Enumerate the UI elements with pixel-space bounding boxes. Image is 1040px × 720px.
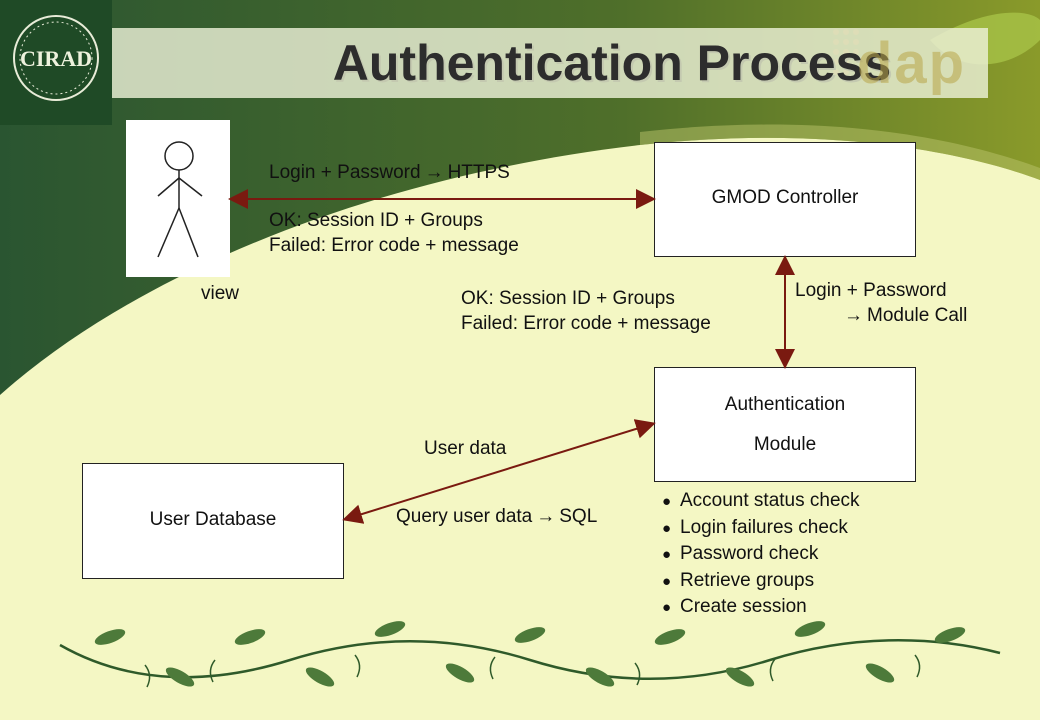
authentication-module-label-line2: Module (753, 434, 817, 455)
user-data-label: User data (424, 438, 507, 459)
client-response-ok: OK: Session ID + Groups (269, 210, 483, 231)
cirad-logo-text: CIRAD (19, 46, 93, 71)
list-item: Password check (662, 541, 860, 568)
actor-card (126, 120, 230, 277)
user-database-box: User Database (82, 463, 344, 579)
cirad-logo-icon (13, 15, 99, 101)
actor-label: view (201, 283, 240, 304)
brand-logo: dap (857, 31, 967, 96)
page-title: Authentication Process (332, 35, 892, 91)
cirad-logo: CIRAD (0, 0, 112, 125)
query-protocol: SQL (559, 506, 598, 527)
client-request-protocol: HTTPS (447, 162, 510, 183)
arrow-right-icon: → (536, 506, 556, 527)
title-bar: Authentication Process dap (112, 28, 988, 98)
client-request-text: Login + Password (269, 162, 421, 183)
list-item: Login failures check (662, 515, 860, 542)
module-response-failed: Failed: Error code + message (461, 313, 711, 334)
user-database-label: User Database (149, 509, 277, 530)
arrow-right-icon: → (844, 305, 863, 326)
gmod-controller-label: GMOD Controller (711, 187, 859, 208)
query-label: Query user data→SQL (396, 504, 597, 529)
stick-figure-icon (157, 141, 203, 258)
query-text: Query user data (396, 506, 533, 527)
arrow-right-icon: → (424, 162, 444, 183)
authentication-module-label-line1: Authentication (724, 394, 846, 415)
module-call-line2: →Module Call (840, 303, 967, 328)
list-item: Account status check (662, 488, 860, 515)
client-response-failed: Failed: Error code + message (269, 235, 519, 256)
module-steps-list: Account status check Login failures chec… (662, 488, 860, 621)
client-request-label: Login + Password→HTTPS (269, 160, 510, 185)
module-call-line1: Login + Password (795, 280, 947, 301)
vine-decoration (59, 621, 1001, 688)
list-item: Retrieve groups (662, 568, 860, 595)
authentication-module-box: Authentication Module (654, 367, 916, 482)
module-response-ok: OK: Session ID + Groups (461, 288, 675, 309)
list-item: Create session (662, 594, 860, 621)
module-call-text: Module Call (867, 305, 968, 326)
gmod-controller-box: GMOD Controller (654, 142, 916, 257)
